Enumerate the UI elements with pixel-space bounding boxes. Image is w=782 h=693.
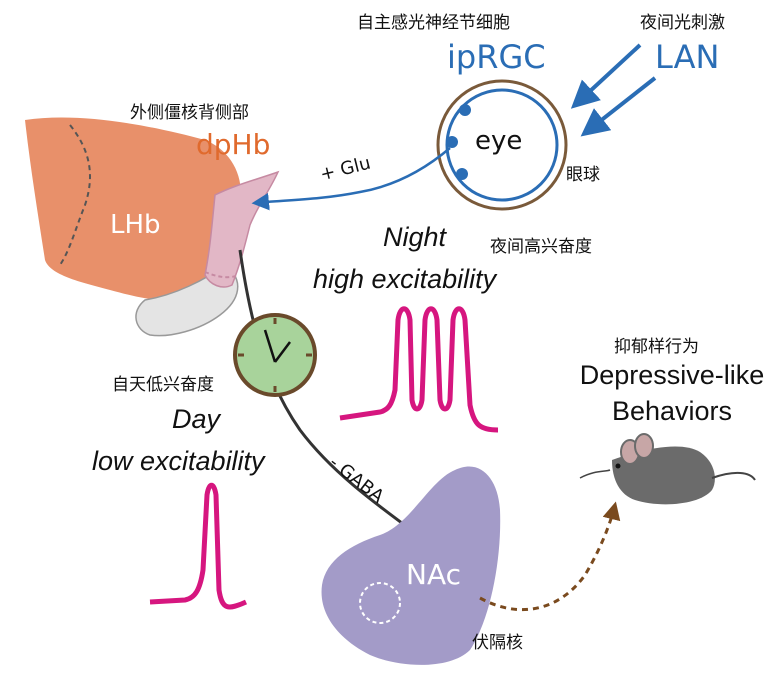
glu-projection-arrow [251, 147, 451, 211]
dphb-label: dpHb [196, 128, 271, 161]
gaba-projection-arrow [238, 249, 429, 543]
nac-region [321, 466, 501, 665]
eye-label: eye [475, 126, 523, 156]
night-label-cn: 夜间高兴奋度 [490, 237, 592, 257]
clock-icon [233, 313, 317, 397]
lan-arrow-2 [580, 76, 657, 137]
nac-dashed-circle [359, 582, 401, 624]
lan-label: LAN [655, 38, 720, 76]
behavior-label-cn: 抑郁样行为 [614, 337, 699, 357]
iprgc-label-cn: 自主感光神经节细胞 [357, 13, 510, 33]
day-label-cn: 自天低兴奋度 [112, 375, 214, 395]
night-label-2: high excitability [313, 264, 497, 294]
dphb-label-cn: 外侧僵核背侧部 [130, 103, 249, 123]
behavior-label-2: Behaviors [611, 396, 733, 426]
iprgc-label: ipRGC [447, 38, 546, 76]
dphb-dashed-boundary [204, 271, 237, 279]
night-spike-trace [339, 306, 499, 433]
lan-label-cn: 夜间光刺激 [640, 13, 725, 33]
nac-label-cn: 伏隔核 [472, 633, 523, 653]
mouse-icon [579, 433, 756, 505]
day-label-2: low excitability [92, 446, 265, 476]
lhb-dashed-boundary [59, 124, 91, 266]
day-spike-trace [149, 482, 248, 610]
day-label-1: Day [172, 404, 221, 434]
behavior-dashed-arrow [479, 501, 621, 612]
eye-label-cn: 眼球 [566, 165, 600, 185]
night-label-1: Night [383, 222, 447, 252]
nac-label: NAc [406, 558, 462, 591]
lhb-region [25, 117, 241, 300]
eye-icon [436, 79, 568, 211]
lhb-label: LHb [110, 210, 161, 240]
behavior-label-1: Depressive-like [579, 360, 765, 390]
lan-arrow-1 [570, 43, 642, 109]
